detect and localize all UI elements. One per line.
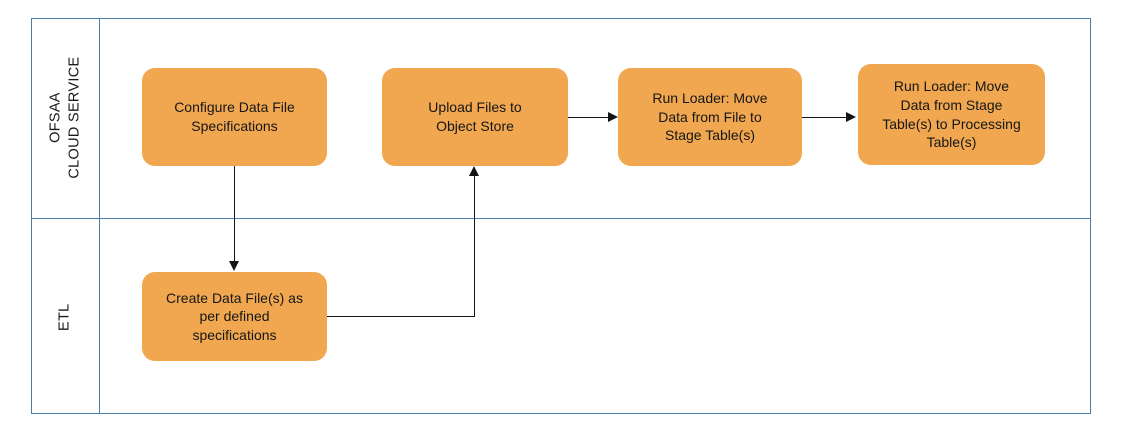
lane-label-cloud-service-text: OFSAA CLOUD SERVICE bbox=[47, 56, 82, 180]
connector-upload-to-loader-stage-arrowhead-icon bbox=[608, 111, 618, 122]
connector-create-to-upload-line-horizontal bbox=[327, 316, 475, 317]
node-create-data-files[interactable]: Create Data File(s) as per defined speci… bbox=[142, 272, 327, 361]
node-upload-files-to-object-store[interactable]: Upload Files to Object Store bbox=[382, 68, 568, 166]
connector-loader-stage-to-processing-line bbox=[802, 117, 847, 118]
node-upload-files-to-object-store-label: Upload Files to Object Store bbox=[428, 99, 522, 134]
node-run-loader-stage-to-processing[interactable]: Run Loader: Move Data from Stage Table(s… bbox=[858, 64, 1045, 165]
node-run-loader-file-to-stage-label: Run Loader: Move Data from File to Stage… bbox=[652, 90, 768, 144]
lane-label-cloud-service: OFSAA CLOUD SERVICE bbox=[31, 18, 99, 218]
node-run-loader-file-to-stage[interactable]: Run Loader: Move Data from File to Stage… bbox=[618, 68, 802, 166]
connector-loader-stage-to-processing-arrowhead-icon bbox=[846, 111, 856, 122]
swimlane-frame bbox=[31, 18, 1091, 414]
node-configure-data-file-specifications-label: Configure Data File Specifications bbox=[174, 99, 295, 134]
connector-create-to-upload-line-vertical bbox=[474, 176, 475, 317]
node-run-loader-stage-to-processing-label: Run Loader: Move Data from Stage Table(s… bbox=[882, 78, 1021, 151]
lane-label-etl: ETL bbox=[31, 220, 99, 414]
connector-create-to-upload-arrowhead-icon bbox=[468, 166, 479, 176]
lane-label-etl-text: ETL bbox=[56, 303, 73, 331]
connector-configure-to-create-line bbox=[234, 166, 235, 262]
node-create-data-files-label: Create Data File(s) as per defined speci… bbox=[166, 289, 303, 343]
connector-upload-to-loader-stage-line bbox=[568, 117, 609, 118]
lane-divider-horizontal bbox=[31, 218, 1091, 219]
lane-label-column-divider bbox=[99, 18, 100, 414]
node-configure-data-file-specifications[interactable]: Configure Data File Specifications bbox=[142, 68, 327, 166]
connector-configure-to-create-arrowhead-icon bbox=[228, 261, 239, 271]
